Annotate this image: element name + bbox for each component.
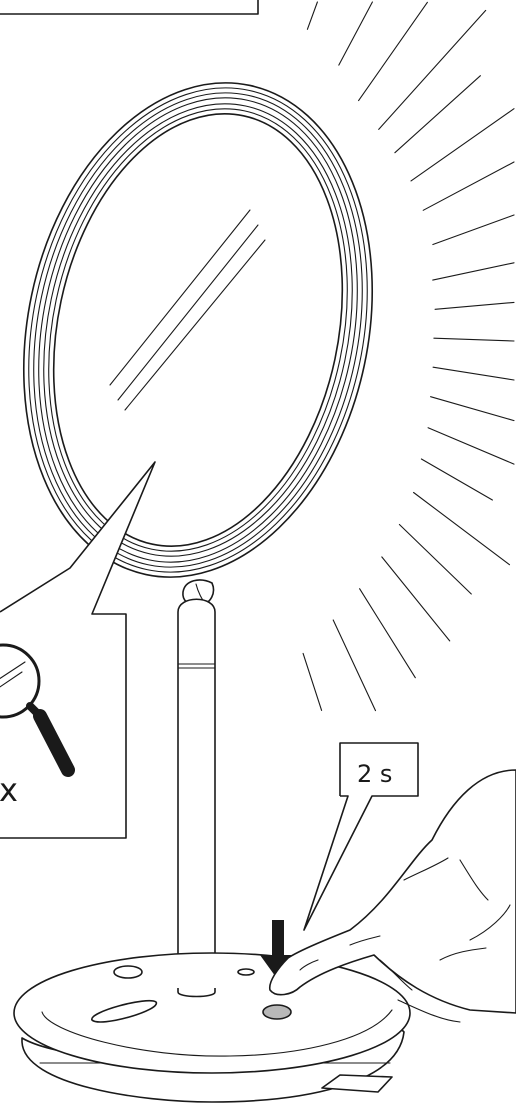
light-ray — [303, 653, 322, 710]
magnification-label: x — [0, 771, 18, 809]
light-ray — [382, 557, 450, 641]
light-ray — [307, 2, 317, 29]
mirror-frame — [0, 50, 416, 610]
light-ray — [414, 493, 510, 565]
light-ray — [379, 10, 486, 129]
light-ray — [339, 2, 373, 65]
light-ray — [433, 367, 514, 380]
light-ray — [435, 302, 514, 309]
light-ray — [399, 525, 471, 595]
stand-pole — [178, 599, 215, 996]
mirror-base — [14, 953, 410, 1102]
light-ray — [333, 620, 375, 711]
light-ray — [434, 338, 514, 341]
light-ray — [359, 2, 428, 100]
light-ray — [421, 459, 492, 500]
light-ray — [433, 263, 514, 280]
light-ray — [433, 215, 514, 245]
power-button[interactable] — [263, 1005, 291, 1019]
hold-duration-label: 2 s — [357, 760, 392, 788]
light-ray — [431, 397, 514, 421]
top-callout-frame — [0, 0, 258, 14]
light-ray — [360, 589, 416, 678]
light-ray — [428, 428, 514, 464]
light-ray — [423, 162, 514, 210]
